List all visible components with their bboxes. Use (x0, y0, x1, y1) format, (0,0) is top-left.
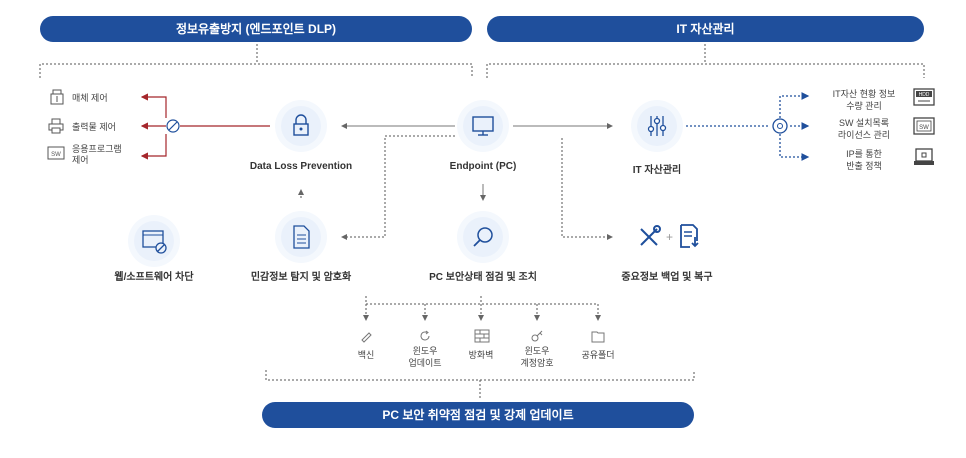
it-asset-banner: IT 자산관리 (487, 16, 924, 42)
document-icon (293, 225, 310, 249)
endpoint-node-circle (463, 106, 503, 146)
sensitive-node-circle (281, 217, 321, 257)
dlp-banner: 정보유출방지 (엔드포인트 DLP) (40, 16, 472, 42)
pc-item-label-3: 윈도우 계정암호 (520, 346, 554, 368)
web-block-node-circle (134, 221, 174, 261)
dlp-node-circle (281, 106, 321, 146)
magnifier-icon (473, 227, 493, 247)
backup-label: 중요정보 백업 및 복구 (621, 272, 713, 283)
sw-badge-right: SW (919, 125, 929, 131)
pc-vuln-banner: PC 보안 취약점 점검 및 강제 업데이트 (262, 402, 694, 428)
it-asset-node-circle (637, 106, 677, 146)
pc-check-node-circle (463, 217, 503, 257)
monitor-icon (472, 116, 494, 136)
tools-icon (637, 223, 663, 254)
usb-icon (50, 89, 64, 110)
vaccine-icon (359, 329, 373, 348)
media-control-label-2: 응용프로그램 제어 (72, 144, 122, 165)
firewall-icon (474, 329, 490, 348)
sw-badge-left: SW (51, 152, 61, 158)
lock-icon (293, 114, 309, 136)
laptop-icon (913, 147, 935, 172)
it-item-label-2: IP를 통한 반출 정책 (846, 149, 882, 171)
folder-icon (591, 329, 605, 348)
pc-check-label: PC 보안상태 점검 및 조치 (429, 272, 537, 283)
web-block-label: 웹/소프트웨어 차단 (114, 272, 194, 283)
sw-license-icon: SW (913, 117, 935, 140)
dlp-label: Data Loss Prevention (249, 161, 353, 172)
pc-item-label-2: 방화벽 (468, 350, 494, 360)
it-asset-label: IT 자산관리 (632, 165, 682, 176)
printer-icon (48, 118, 64, 139)
sw-icon: SW (47, 146, 65, 165)
pc-item-label-4: 공유폴더 (581, 350, 615, 360)
hdd-icon: HDD (913, 88, 935, 111)
it-item-label-1: SW 설치목록 라이선스 관리 (837, 118, 891, 140)
pc-item-label-1: 윈도우 업데이트 (408, 346, 442, 368)
key-icon (530, 329, 544, 348)
endpoint-label: Endpoint (PC) (449, 161, 517, 172)
plus-icon: + (666, 230, 674, 244)
it-item-label-0: IT자산 현황 정보 수량 관리 (832, 89, 896, 111)
hdd-badge: HDD (919, 92, 930, 98)
media-control-label-1: 출력물 제어 (72, 122, 116, 132)
refresh-icon (418, 329, 432, 348)
browser-block-icon (142, 230, 167, 254)
pc-item-label-0: 백신 (357, 350, 375, 360)
sliders-icon (647, 116, 667, 136)
doc-download-icon (678, 223, 702, 254)
sensitive-label: 민감정보 탐지 및 암호화 (250, 272, 352, 283)
media-control-label-0: 매체 제어 (72, 93, 108, 103)
